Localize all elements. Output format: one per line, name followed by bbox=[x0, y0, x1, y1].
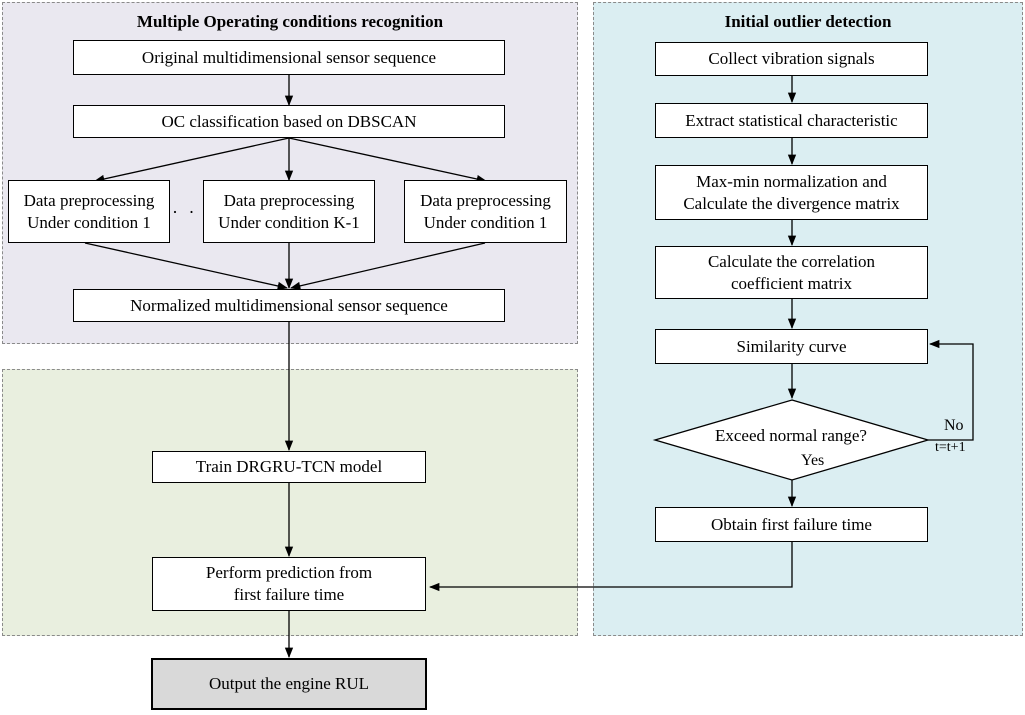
ellipsis: · · · bbox=[172, 202, 214, 222]
obtain-failure-time-label: Obtain first failure time bbox=[711, 514, 872, 534]
correlation-matrix-line2: coefficient matrix bbox=[731, 273, 852, 293]
perform-prediction-box: Perform prediction from first failure ti… bbox=[152, 557, 426, 611]
preprocess-condition-1-line1: Data preprocessing bbox=[23, 190, 155, 210]
preprocess-condition-1-box: Data preprocessing Under condition 1 bbox=[8, 180, 170, 243]
preprocess-condition-3-box: Data preprocessing Under condition 1 bbox=[404, 180, 567, 243]
normalized-sequence-box: Normalized multidimensional sensor seque… bbox=[73, 289, 505, 322]
correlation-matrix-line1: Calculate the correlation bbox=[707, 251, 876, 271]
collect-signals-box: Collect vibration signals bbox=[655, 42, 928, 76]
perform-prediction-line1: Perform prediction from bbox=[205, 563, 373, 582]
original-sequence-label: Original multidimensional sensor sequenc… bbox=[141, 47, 437, 67]
normalized-sequence-label: Normalized multidimensional sensor seque… bbox=[130, 295, 448, 315]
no-label: No bbox=[944, 417, 964, 434]
preprocess-condition-k1-box: Data preprocessing Under condition K-1 bbox=[203, 180, 375, 243]
output-rul-label: Output the engine RUL bbox=[208, 674, 370, 693]
preprocess-condition-3-line1: Data preprocessing bbox=[420, 190, 551, 210]
preprocess-condition-k1-line1: Data preprocessing bbox=[223, 190, 355, 210]
collect-signals-label: Collect vibration signals bbox=[708, 49, 875, 68]
output-rul-box: Output the engine RUL bbox=[151, 658, 427, 710]
preprocess-condition-k1-line2: Under condition K-1 bbox=[218, 212, 360, 232]
train-model-box: Train DRGRU-TCN model bbox=[152, 451, 426, 483]
extract-characteristic-box: Extract statistical characteristic bbox=[655, 103, 928, 138]
oc-classification-label: OC classification based on DBSCAN bbox=[161, 111, 417, 131]
similarity-curve-label: Similarity curve bbox=[736, 336, 847, 356]
normalize-divergence-line2: Calculate the divergence matrix bbox=[683, 193, 900, 213]
decision-label: Exceed normal range? bbox=[715, 426, 867, 445]
original-sequence-box: Original multidimensional sensor sequenc… bbox=[73, 40, 505, 75]
oc-recognition-title: Multiple Operating conditions recognitio… bbox=[136, 12, 444, 31]
similarity-curve-box: Similarity curve bbox=[655, 329, 928, 364]
correlation-matrix-box: Calculate the correlation coefficient ma… bbox=[655, 246, 928, 299]
normalize-divergence-box: Max-min normalization and Calculate the … bbox=[655, 165, 928, 220]
oc-classification-box: OC classification based on DBSCAN bbox=[73, 105, 505, 138]
outlier-detection-title: Initial outlier detection bbox=[724, 12, 892, 31]
obtain-failure-time-box: Obtain first failure time bbox=[655, 507, 928, 542]
perform-prediction-line2: first failure time bbox=[233, 585, 345, 604]
extract-characteristic-label: Extract statistical characteristic bbox=[685, 110, 898, 130]
preprocess-condition-1-line2: Under condition 1 bbox=[27, 212, 151, 232]
train-model-label: Train DRGRU-TCN model bbox=[195, 457, 383, 476]
yes-label: Yes bbox=[801, 452, 825, 469]
preprocess-condition-3-line2: Under condition 1 bbox=[423, 212, 548, 232]
increment-label: t=t+1 bbox=[935, 440, 966, 455]
normalize-divergence-line1: Max-min normalization and bbox=[696, 171, 887, 191]
